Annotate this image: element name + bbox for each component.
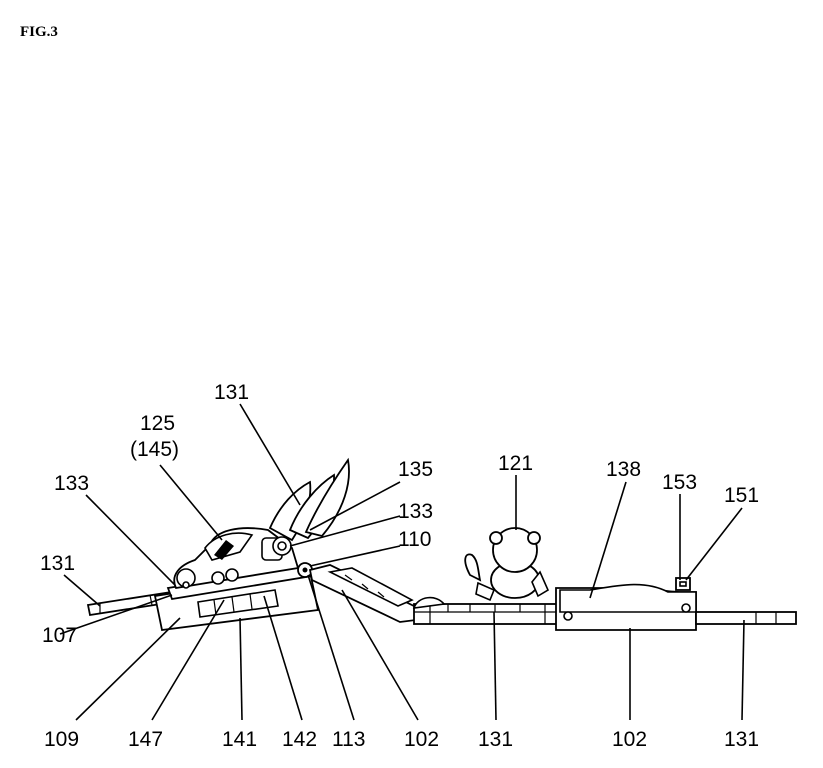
label-145: (145) [130, 438, 179, 461]
middle-track [412, 596, 561, 625]
label-131-b: 131 [478, 728, 513, 751]
leader-lines [59, 403, 745, 721]
label-110: 110 [398, 528, 431, 551]
label-125: 125 [140, 412, 175, 435]
label-109: 109 [44, 728, 79, 751]
right-horizontal-assembly [412, 527, 797, 631]
label-141: 141 [222, 728, 257, 751]
reference-numerals: 131 125 (145) 133 131 107 135 133 110 12… [40, 381, 759, 751]
label-135: 135 [398, 458, 433, 481]
label-131-c: 131 [724, 728, 759, 751]
label-121: 121 [498, 452, 533, 475]
label-151: 151 [724, 484, 759, 507]
right-rail [695, 611, 797, 625]
latch [675, 577, 691, 591]
label-107: 107 [42, 624, 77, 647]
right-block [555, 583, 697, 631]
seated-unit [173, 527, 300, 589]
label-138: 138 [606, 458, 641, 481]
label-142: 142 [282, 728, 317, 751]
middle-ramp [308, 564, 419, 623]
label-102-a: 102 [404, 728, 439, 751]
figure-title: FIG.3 [20, 24, 58, 40]
tilted-base-frame [153, 570, 320, 631]
upper-wing [268, 457, 350, 542]
label-133-right: 133 [398, 500, 433, 523]
label-131-left: 131 [40, 552, 75, 575]
left-tilted-assembly [86, 457, 350, 631]
label-102-b: 102 [612, 728, 647, 751]
label-133-left: 133 [54, 472, 89, 495]
label-113: 113 [332, 728, 365, 751]
label-147: 147 [128, 728, 163, 751]
label-131-top: 131 [214, 381, 249, 404]
bear-figure [464, 527, 550, 602]
label-153: 153 [662, 471, 697, 494]
